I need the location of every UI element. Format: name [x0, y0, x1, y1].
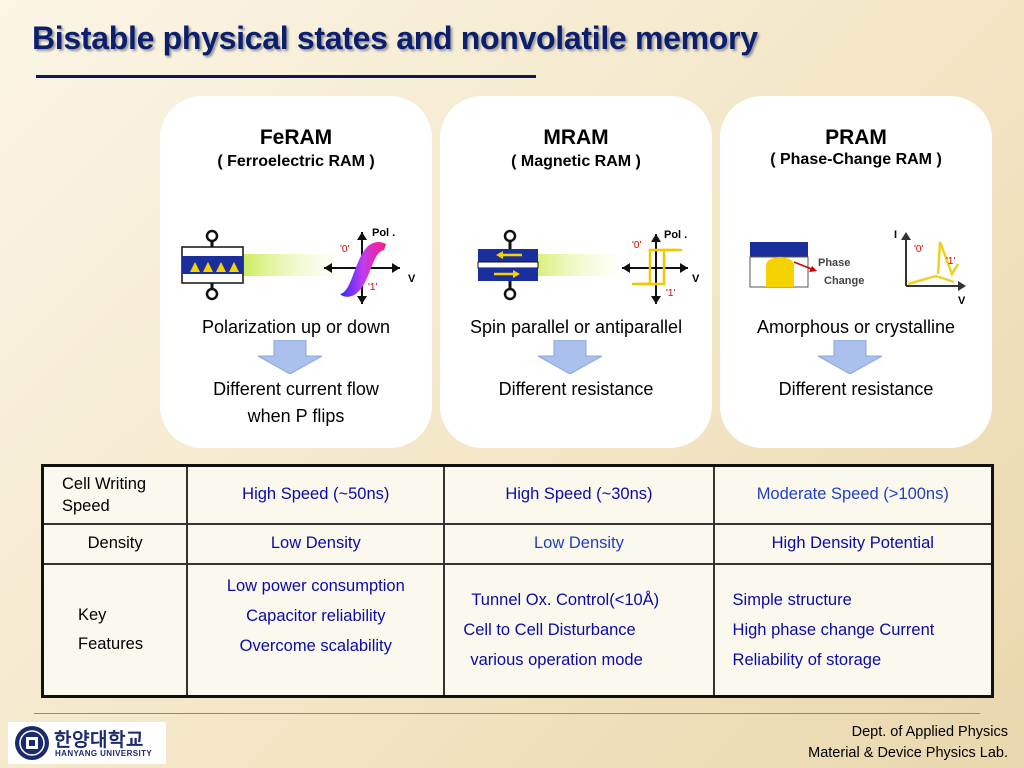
feram-state: Polarization up or down — [201, 317, 391, 337]
row-label-writing-speed: Cell Writing Speed — [41, 464, 189, 525]
feram-zero-label: '0' — [340, 244, 349, 255]
mram-full-name: ( Magnetic RAM ) — [511, 153, 641, 170]
pram-zero-label: '0' — [914, 244, 923, 255]
mram-down-arrow-icon — [538, 340, 602, 374]
dept-line2: Material & Device Physics Lab. — [808, 745, 1008, 761]
mram-v-label: V — [692, 273, 700, 285]
pram-phase-label: Phase — [818, 257, 850, 269]
mram-pol-label: Pol . — [664, 229, 687, 241]
feram-v-label: V — [408, 273, 416, 285]
mram-diagram: Pol . '0' '1' V — [477, 229, 700, 304]
table-row: Cell Writing Speed High Speed (~50ns) Hi… — [41, 464, 994, 525]
feram-diagram: Pol . '0' '1' V — [181, 227, 416, 304]
pram-one-label: '1' — [946, 256, 955, 267]
mram-card: MRAM ( Magnetic RAM ) Pol . '0' '1' V Sp… — [440, 96, 712, 448]
pram-v-label: V — [958, 295, 966, 307]
mram-zero-label: '0' — [632, 240, 641, 251]
table-cell: High Speed (~50ns) — [186, 464, 446, 525]
mram-result-line1: Different resistance — [498, 379, 654, 399]
pram-full-name: ( Phase-Change RAM ) — [770, 151, 942, 168]
table-cell: High Speed (~30ns) — [443, 464, 715, 525]
pram-result: Different resistance — [720, 376, 992, 403]
table-cell: Low Density — [186, 522, 446, 565]
row-label-density: Density — [41, 522, 189, 565]
pram-name: PRAM — [825, 126, 887, 149]
feram-one-label: '1' — [368, 282, 377, 293]
pram-card: PRAM ( Phase-Change RAM ) Phase Change I… — [720, 96, 992, 448]
row-label-key-features: Key Features — [41, 562, 189, 698]
table-cell: Low Density — [443, 522, 715, 565]
mram-one-label: '1' — [666, 288, 675, 299]
mram-result: Different resistance — [440, 376, 712, 403]
table-row: Density Low Density Low Density High Den… — [41, 522, 994, 565]
hanyang-logo: 한양대학교 HANYANG UNIVERSITY — [8, 722, 166, 764]
pram-change-label: Change — [824, 275, 864, 287]
key-label-line1: Key — [78, 605, 107, 624]
table-cell: Moderate Speed (>100ns) — [712, 464, 994, 525]
list-item: Reliability of storage — [732, 650, 882, 669]
university-seal-icon — [15, 726, 49, 760]
comparison-table: Cell Writing Speed High Speed (~50ns) Hi… — [41, 464, 994, 698]
logo-english-text: HANYANG UNIVERSITY — [55, 749, 153, 758]
table-cell: High Density Potential — [712, 522, 994, 565]
pram-state: Amorphous or crystalline — [756, 317, 956, 337]
mram-name: MRAM — [543, 126, 609, 149]
feram-result-line1: Different current flow — [213, 379, 379, 399]
list-item: High phase change Current — [732, 620, 935, 639]
feram-down-arrow-icon — [258, 340, 322, 374]
title-underline — [36, 75, 536, 78]
logo-korean-text: 한양대학교 — [54, 730, 144, 751]
feram-name: FeRAM — [259, 126, 333, 149]
list-item: various operation mode — [470, 650, 643, 669]
table-row: Key Features Low power consumption Capac… — [41, 562, 994, 698]
slide-title: Bistable physical states and nonvolatile… — [32, 20, 758, 56]
dept-line1: Dept. of Applied Physics — [851, 724, 1008, 740]
pram-i-label: I — [894, 229, 897, 241]
pram-result-line1: Different resistance — [778, 379, 934, 399]
list-item: Capacitor reliability — [246, 606, 386, 625]
feram-result: Different current flow when P flips — [160, 376, 432, 430]
feram-pol-label: Pol . — [372, 227, 395, 239]
list-item: Low power consumption — [226, 576, 405, 595]
pram-diagram: Phase Change I '0' '1' V — [749, 229, 966, 307]
feram-features: Low power consumption Capacitor reliabil… — [186, 562, 446, 698]
list-item: Overcome scalability — [239, 636, 392, 655]
list-item: Tunnel Ox. Control(<10Å) — [471, 590, 660, 609]
list-item: Cell to Cell Disturbance — [463, 620, 636, 639]
key-label-line2: Features — [78, 634, 144, 653]
list-item: Simple structure — [732, 590, 852, 609]
footer-divider — [34, 713, 980, 714]
feram-card: FeRAM ( Ferroelectric RAM ) Pol . '0' '1… — [160, 96, 432, 448]
mram-state: Spin parallel or antiparallel — [469, 317, 683, 337]
feram-full-name: ( Ferroelectric RAM ) — [217, 153, 375, 170]
department-credit: Dept. of Applied Physics Material & Devi… — [808, 722, 1008, 764]
pram-down-arrow-icon — [818, 340, 882, 374]
pram-features: Simple structure High phase change Curre… — [712, 562, 994, 698]
feram-result-line2: when P flips — [247, 406, 345, 426]
mram-features: Tunnel Ox. Control(<10Å) Cell to Cell Di… — [443, 562, 715, 698]
